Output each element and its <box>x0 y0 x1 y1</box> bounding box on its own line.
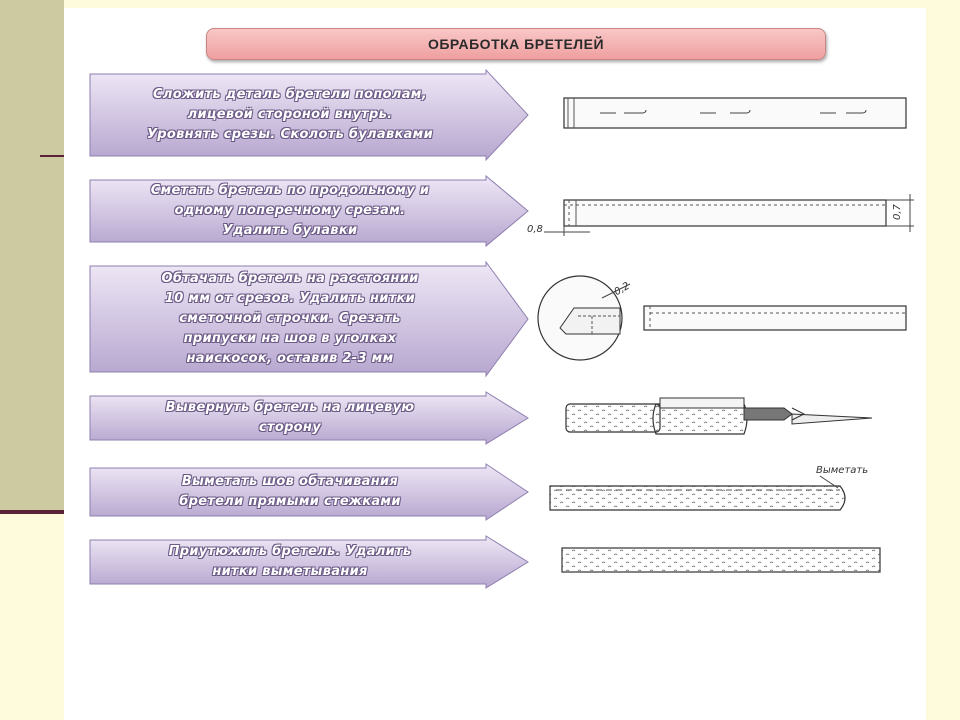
pin-icons <box>600 109 867 114</box>
step-text-5: Выметать шов обтачивания бретели прямыми… <box>179 474 401 509</box>
arrow-shape-5 <box>89 463 529 521</box>
illustration-basted-strap: 0,7 0,8 <box>527 194 914 236</box>
step-arrow-6: Приутюжить бретель. Удалить нитки выметы… <box>89 535 530 589</box>
step-arrow-1: Сложить деталь бретели пополам, лицевой … <box>89 68 530 162</box>
title-banner: ОБРАБОТКА БРЕТЕЛЕЙ <box>206 28 826 60</box>
left-decor-tick <box>40 155 64 157</box>
step-arrow-3: Обтачать бретель на расстоянии 10 мм от … <box>89 260 530 378</box>
step-arrow-5: Выметать шов обтачивания бретели прямыми… <box>89 463 530 521</box>
step-text-3: Обтачать бретель на расстоянии 10 мм от … <box>161 271 419 366</box>
arrow-shape-3 <box>89 260 529 378</box>
step-text-1: Сложить деталь бретели пополам, лицевой … <box>146 87 434 142</box>
illustration-stitched-strap: 0,2 <box>537 275 907 361</box>
step-arrow-2: Сметать бретель по продольному и одному … <box>89 174 530 248</box>
illustration-pressed-strap <box>561 547 881 573</box>
step-arrow-4: Вывернуть бретель на лицевую сторону <box>89 391 530 445</box>
dim-circle-label: 0,2 <box>613 281 632 298</box>
page-title: ОБРАБОТКА БРЕТЕЛЕЙ <box>427 36 605 52</box>
dim-small-label: 0,8 <box>527 224 543 235</box>
step-text-6: Приутюжить бретель. Удалить нитки выметы… <box>168 544 412 579</box>
arrow-shape-2 <box>89 174 529 248</box>
left-decor-line <box>0 510 64 514</box>
dim-side-label: 0,7 <box>892 203 903 220</box>
illustration-folded-strap <box>563 97 907 129</box>
left-decor-band <box>0 0 64 512</box>
illustration-turning-strap <box>565 397 873 435</box>
arrow-shape-1 <box>89 68 529 162</box>
arrow-shape-6 <box>89 535 529 589</box>
arrow-shape-4 <box>89 391 529 445</box>
vymetat-label: Выметать <box>816 465 868 476</box>
step-text-2: Сметать бретель по продольному и одному … <box>150 183 430 238</box>
step-text-4: Вывернуть бретель на лицевую сторону <box>165 400 415 435</box>
illustration-tacked-strap: Выметать <box>549 465 868 511</box>
